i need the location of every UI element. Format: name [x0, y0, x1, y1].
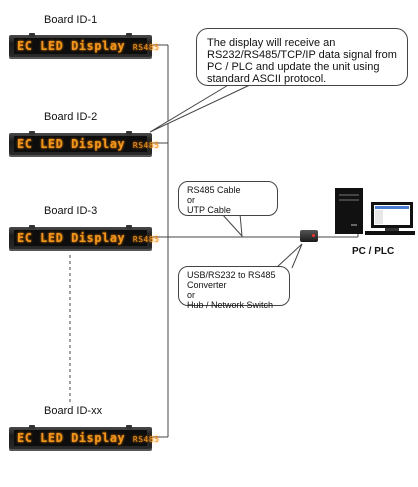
board-3-label: Board ID-3	[44, 205, 98, 217]
led-board-xx: EC LED Display RS485	[9, 425, 159, 449]
pc-plc-label: PC / PLC	[352, 246, 395, 257]
pc-computer-icon	[335, 188, 415, 235]
converter-line-4: Hub / Network Switch	[187, 300, 274, 310]
main-callout: The display will receive an RS232/RS485/…	[196, 28, 408, 86]
led-board-2: EC LED Display RS485	[9, 131, 159, 155]
cable-line-3: UTP Cable	[187, 205, 231, 215]
cable-line-2: or	[187, 195, 196, 205]
led-text: EC LED Display RS485	[17, 39, 160, 53]
board-2-label: Board ID-2	[44, 111, 98, 123]
converter-line-2: Converter	[187, 280, 227, 290]
led-board-3: EC LED Display RS485	[9, 225, 159, 249]
led-text: EC LED Display RS485	[17, 231, 160, 245]
led-text: EC LED Display RS485	[17, 431, 160, 445]
led-text: EC LED Display RS485	[17, 137, 160, 151]
converter-device-icon	[300, 230, 318, 242]
cable-callout: RS485 Cable or UTP Cable	[178, 181, 278, 216]
main-callout-text: The display will receive an RS232/RS485/…	[207, 37, 397, 85]
board-xx-label: Board ID-xx	[44, 405, 103, 417]
converter-callout: USB/RS232 to RS485 Converter or Hub / Ne…	[178, 266, 290, 310]
converter-line-1: USB/RS232 to RS485	[187, 270, 276, 280]
converter-line-3: or	[187, 290, 196, 300]
board-1-label: Board ID-1	[44, 14, 98, 26]
cable-line-1: RS485 Cable	[187, 185, 241, 195]
led-board-1: EC LED Display RS485	[9, 33, 159, 57]
